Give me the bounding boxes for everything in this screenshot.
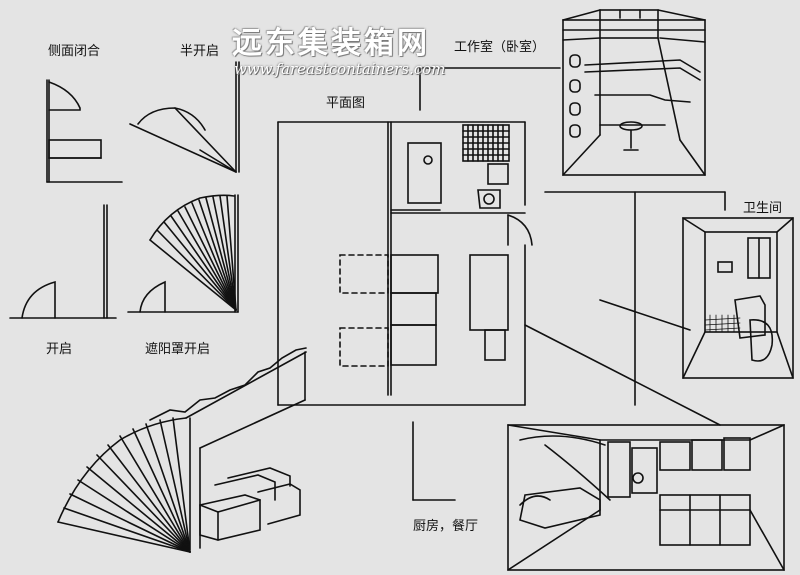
floor-plan-sketch [277,121,533,406]
label-studio: 工作室（卧室） [454,40,546,55]
label-half-open: 半开启 [180,44,220,59]
kitchen-perspective-sketch [507,424,785,571]
sunshade-open-sketch [127,194,239,313]
studio-perspective-sketch [562,9,706,176]
label-kitchen-dining: 厨房，餐厅 [413,519,479,534]
bathroom-perspective-sketch [682,217,794,379]
half-open-sketch [129,61,240,173]
label-floor-plan: 平面图 [326,96,366,111]
open-sketch [9,204,117,319]
label-bathroom: 卫生间 [743,201,783,216]
label-open: 开启 [46,342,73,357]
label-sunshade-open: 遮阳罩开启 [145,342,211,357]
label-side-closed: 侧面闭合 [48,44,101,59]
brand-watermark: 远东集装箱网 [232,26,430,61]
connector-lines [412,67,726,501]
url-watermark: www.fareastcontainers.com [234,60,446,78]
sunshade-perspective-sketch [57,347,307,553]
side-closed-sketch [46,79,123,183]
